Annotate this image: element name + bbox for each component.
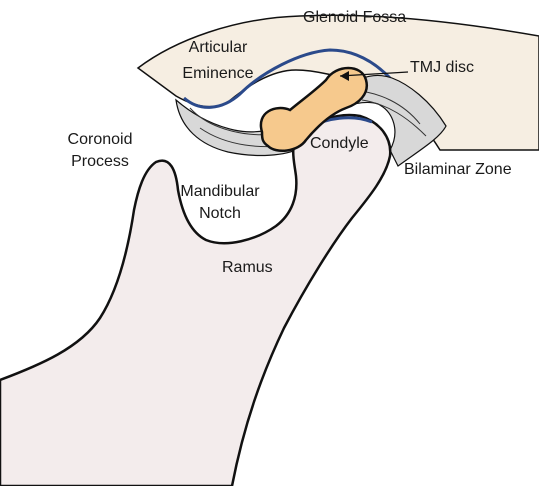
label-glenoid-fossa: Glenoid Fossa xyxy=(303,8,406,28)
label-mandibular-notch-line2: Notch xyxy=(172,204,268,224)
label-coronoid-process-line1: Coronoid xyxy=(52,130,148,150)
label-condyle: Condyle xyxy=(310,134,369,154)
label-coronoid-process-line2: Process xyxy=(52,152,148,172)
label-tmj-disc: TMJ disc xyxy=(410,58,474,78)
label-ramus: Ramus xyxy=(222,258,273,278)
label-articular-eminence-line1: Articular xyxy=(178,38,258,58)
label-mandibular-notch-line1: Mandibular xyxy=(172,182,268,202)
label-bilaminar-zone: Bilaminar Zone xyxy=(404,160,512,180)
label-articular-eminence-line2: Eminence xyxy=(178,64,258,84)
